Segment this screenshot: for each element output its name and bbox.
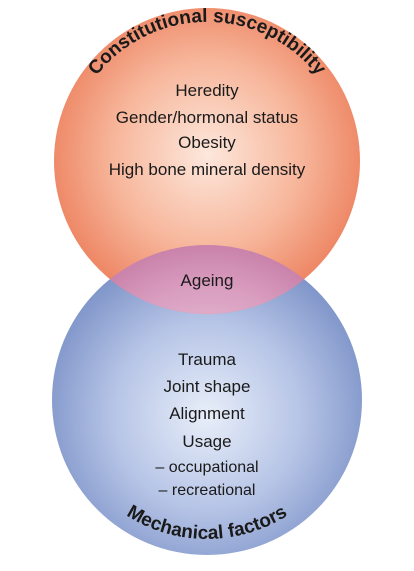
bottom-item: Usage [182,432,231,451]
bottom-item: Trauma [178,350,236,369]
top-item: Gender/hormonal status [116,108,298,127]
overlap-label: Ageing [181,271,234,290]
bottom-subitem: – recreational [159,482,256,499]
bottom-item: Alignment [169,404,245,423]
top-item: Obesity [178,133,236,152]
bottom-item: Joint shape [164,377,251,396]
top-item: High bone mineral density [109,160,306,179]
mechanical-factors-circle [52,245,362,555]
bottom-subitem: – occupational [155,459,258,476]
top-item: Heredity [175,81,239,100]
constitutional-susceptibility-circle [54,8,360,314]
